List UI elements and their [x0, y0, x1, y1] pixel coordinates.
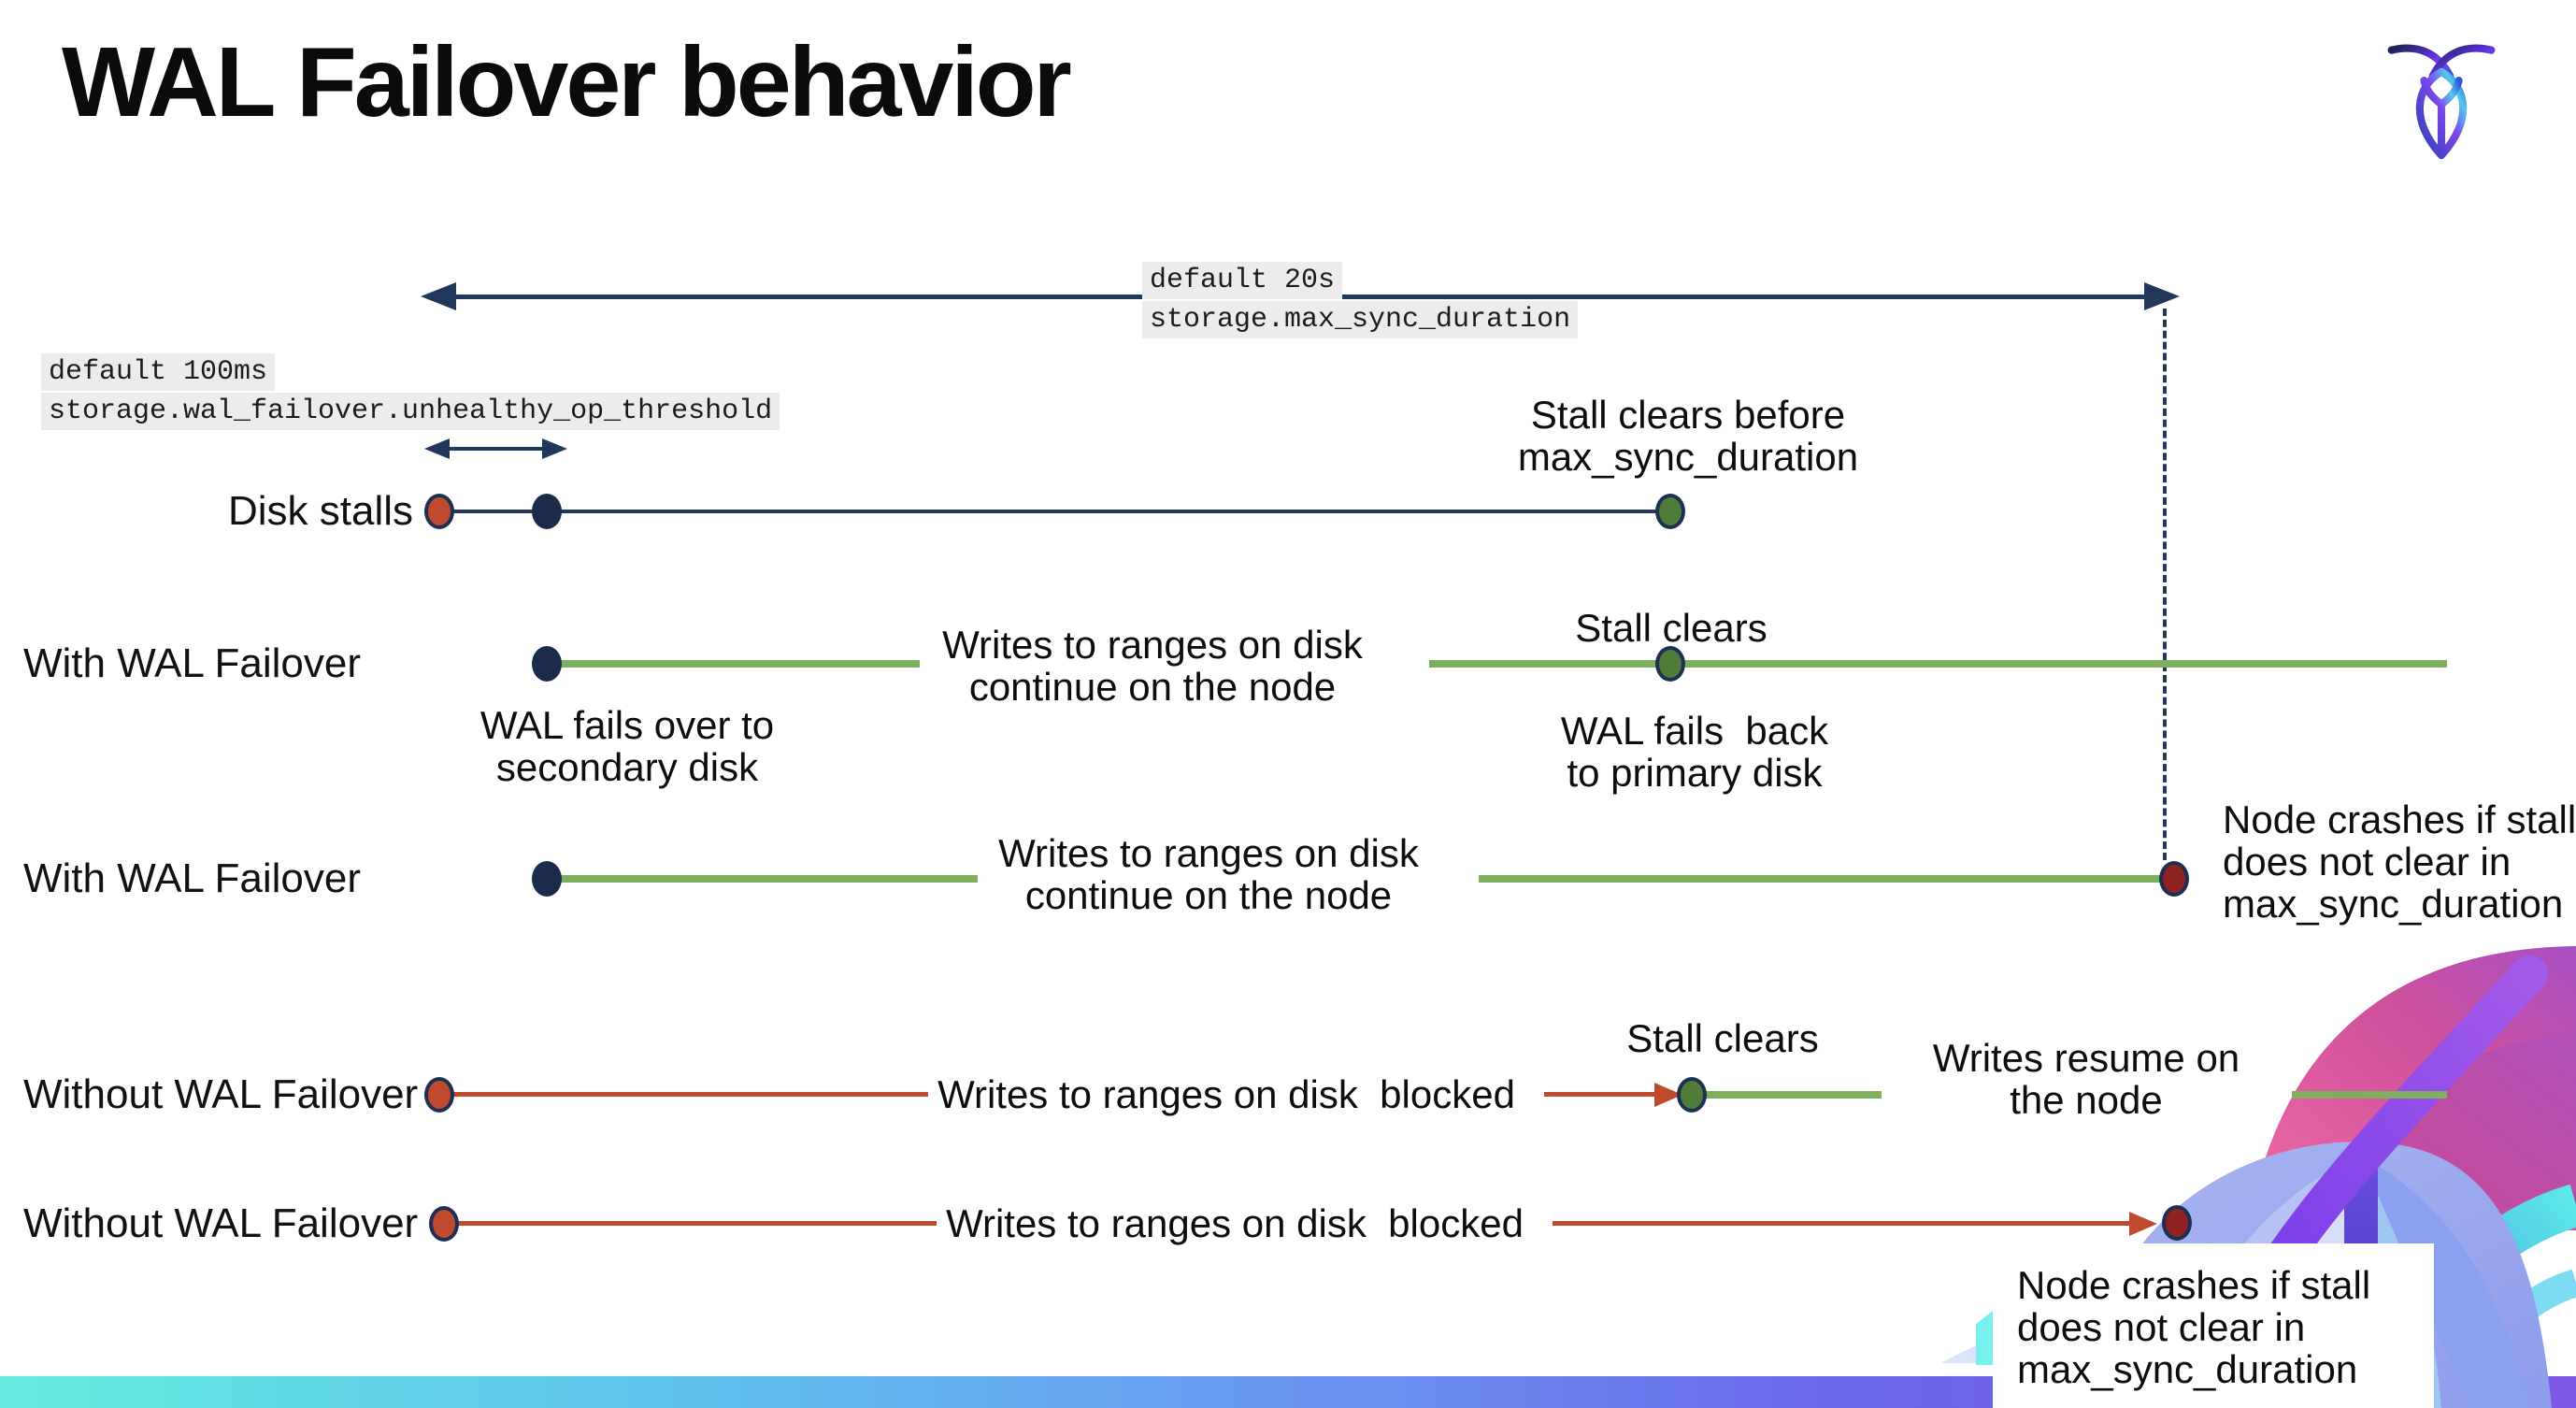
max-sync-setting-label: storage.max_sync_duration: [1142, 301, 1579, 338]
cockroachdb-logo-icon: [2387, 44, 2496, 160]
note-line: max_sync_duration: [2017, 1347, 2358, 1391]
small-arrow-left-head-icon: [424, 438, 450, 459]
failover-dot-2: [532, 861, 562, 897]
stall-start-dot: [424, 494, 454, 529]
row-label-without-wal-2: Without WAL Failover: [23, 1200, 419, 1246]
note-line: does not clear in: [2223, 840, 2512, 884]
note-line: WAL fails over to: [479, 703, 775, 747]
note-line: secondary disk: [495, 745, 759, 789]
arrow-left-head-icon: [421, 282, 456, 310]
disk-stall-timeline: [439, 510, 1670, 513]
writes-blocked-line-c: [444, 1221, 937, 1226]
stall-clear-dot: [1655, 494, 1685, 529]
max-sync-default-label: default 20s: [1142, 262, 1343, 299]
note-line: the node: [2010, 1078, 2163, 1122]
note-stall-clears-1: Stall clears: [1575, 606, 1767, 650]
unhealthy-setting-label: storage.wal_failover.unhealthy_op_thresh…: [41, 393, 780, 430]
row-label-with-wal-1: With WAL Failover: [23, 640, 362, 686]
page-title: WAL Failover behavior: [62, 27, 1072, 137]
stall-start-dot-3: [429, 1206, 459, 1242]
note-stall-clears-2: Stall clears: [1626, 1016, 1819, 1060]
writes-continue-line-c: [547, 875, 978, 883]
note-writes-blocked-2: Writes to ranges on disk blocked: [946, 1201, 1524, 1245]
note-line: max_sync_duration: [1517, 435, 1859, 479]
unhealthy-threshold-arrow-line: [443, 447, 550, 451]
writes-continue-line-b: [1429, 660, 2447, 668]
red-arrow-head-icon: [2129, 1212, 2157, 1236]
note-line: continue on the node: [1024, 873, 1393, 917]
failback-dot: [1655, 646, 1685, 682]
note-line: Stall clears before: [1530, 393, 1846, 437]
writes-blocked-line-a: [439, 1092, 928, 1097]
node-crash-dot-1: [2159, 861, 2189, 897]
failover-dot: [532, 646, 562, 682]
note-line: Node crashes if stall: [2017, 1263, 2371, 1307]
writes-resume-line-b: [2292, 1091, 2447, 1099]
stall-clear-dot-2: [1677, 1077, 1707, 1113]
node-crash-dot-2: [2162, 1205, 2192, 1241]
note-line: does not clear in: [2017, 1305, 2306, 1349]
row-label-with-wal-2: With WAL Failover: [23, 855, 362, 901]
writes-continue-line-a: [547, 660, 920, 668]
threshold-dot: [532, 494, 562, 529]
note-line: Writes to ranges on disk: [942, 623, 1363, 667]
writes-continue-line-d: [1479, 875, 2161, 883]
writes-resume-line-a: [1705, 1091, 1882, 1099]
note-line: max_sync_duration: [2223, 882, 2564, 926]
note-line: WAL fails back: [1560, 709, 1829, 753]
writes-blocked-line-d: [1553, 1221, 2133, 1226]
note-line: continue on the node: [968, 665, 1337, 709]
arrow-right-head-icon: [2144, 282, 2180, 310]
note-line: to primary disk: [1567, 751, 1823, 795]
note-line: Writes resume on: [1932, 1036, 2240, 1080]
row-label-disk-stalls: Disk stalls: [228, 488, 414, 534]
max-sync-deadline-dashed-line: [2163, 309, 2167, 860]
unhealthy-default-label: default 100ms: [41, 353, 276, 391]
note-line: Node crashes if stall: [2223, 797, 2576, 841]
note-writes-blocked-1: Writes to ranges on disk blocked: [937, 1072, 1515, 1116]
row-label-without-wal-1: Without WAL Failover: [23, 1071, 419, 1117]
stall-start-dot-2: [424, 1077, 454, 1113]
small-arrow-right-head-icon: [542, 438, 567, 459]
writes-blocked-line-b: [1544, 1092, 1658, 1097]
note-line: Writes to ranges on disk: [998, 831, 1419, 875]
